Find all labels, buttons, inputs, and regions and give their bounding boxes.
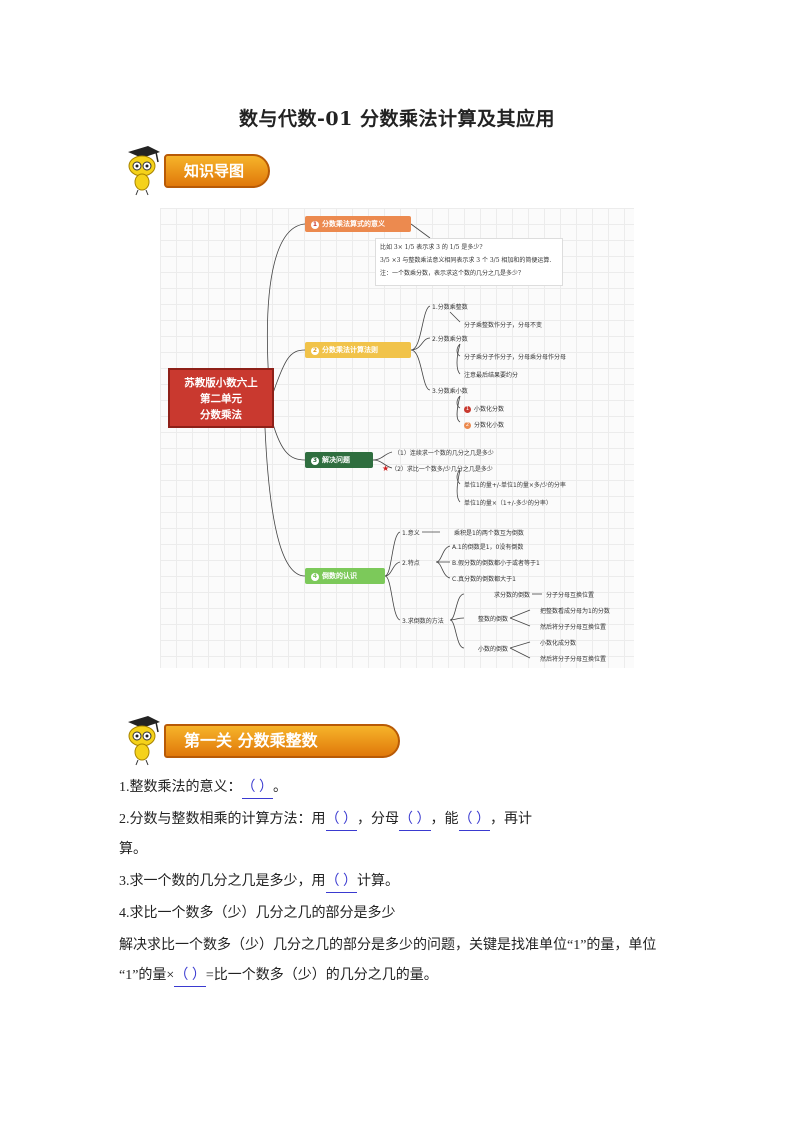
reciprocal-node: 乘积是1的两个数互为倒数: [454, 530, 524, 537]
answer-blank[interactable]: （ ）: [325, 872, 357, 893]
reciprocal-node: C.真分数的倒数都大于1: [452, 576, 516, 583]
problem-node: ★ （2）求比一个数多/少几分之几是多少: [382, 464, 493, 473]
branch-number: 2: [311, 347, 319, 355]
reciprocal-node: 小数的倒数: [478, 646, 509, 653]
banner-label: 第一关 分数乘整数: [164, 724, 400, 758]
reciprocal-node: 分子分母互换位置: [546, 592, 595, 599]
problem-node-label: （2）求比一个数多/少几分之几是多少: [391, 466, 493, 473]
question-text: 3.求一个数的几分之几是多少，用: [119, 874, 326, 889]
question-3: 3.求一个数的几分之几是多少，用（ ）计算。: [119, 872, 399, 893]
question-4-line-1: 解决求比一个数多（少）几分之几的部分是多少的问题，关键是找准单位“1”的量，单位: [119, 938, 657, 953]
question-text: 2.分数与整数相乘的计算方法：用: [119, 812, 326, 827]
mind-map-root: 苏教版小数六上 第二单元 分数乘法: [168, 368, 274, 428]
reciprocal-node: 1.意义: [402, 530, 420, 537]
rule-node: 2.分数乘分数: [432, 336, 468, 343]
rule-node-label: 分数化小数: [474, 422, 505, 429]
problem-node: 单位1的量+/-单位1的量×多/少的分率: [464, 482, 566, 489]
reciprocal-node: A.1的倒数是1，0没有倒数: [452, 544, 524, 551]
mind-map-connectors: [264, 223, 542, 659]
rule-node: 分子乘整数作分子，分母不变: [464, 322, 543, 329]
mascot-icon: [128, 716, 160, 766]
question-2: 2.分数与整数相乘的计算方法：用（ ），分母（ ），能（ ），再计: [119, 810, 679, 831]
banner-label: 知识导图: [164, 154, 270, 188]
rule-node: 分子乘分子作分子，分母乘分母作分母: [464, 354, 567, 361]
note-line: 3/5 ×3 与整数乘法意义相同表示求 3 个 3/5 相加和的简便运算.: [380, 257, 552, 264]
problem-node: （1）连续求一个数的几分之几是多少: [394, 450, 494, 457]
question-4-line-2: “1”的量×（ ）=比一个数多（少）的几分之几的量。: [119, 966, 438, 987]
root-line: 苏教版小数六上: [184, 377, 258, 389]
root-line: 分数乘法: [200, 409, 242, 421]
rule-node: 1.分数乘整数: [432, 304, 468, 311]
answer-blank[interactable]: （ ）: [458, 810, 490, 831]
question-text: 。: [273, 780, 287, 795]
page-title: 数与代数-01 分数乘法计算及其应用: [239, 108, 555, 130]
branch-number: 3: [311, 457, 319, 465]
reciprocal-node: 求分数的倒数: [494, 592, 531, 599]
question-2-continuation: 算。: [119, 842, 147, 857]
reciprocal-node: 然后将分子分母互换位置: [540, 656, 607, 663]
answer-blank[interactable]: （ ）: [399, 810, 431, 831]
question-text: 计算。: [357, 874, 399, 889]
question-text: ，能: [430, 812, 459, 827]
reciprocal-node: 3.求倒数的方法: [402, 618, 444, 625]
root-line: 第二单元: [200, 393, 242, 405]
rule-node: 注意最后结果要约分: [464, 372, 519, 379]
question-text: ，再计: [490, 812, 532, 827]
number-one-icon: 1: [464, 406, 471, 413]
reciprocal-node: 把整数看成分母为1的分数: [540, 608, 610, 615]
reciprocal-node: 整数的倒数: [478, 616, 509, 623]
question-text: =比一个数多（少）的几分之几的量。: [205, 968, 438, 983]
branch-number: 4: [311, 573, 319, 581]
problem-node: 单位1的量×（1+/-多少的分率）: [464, 500, 552, 507]
branch-label: 倒数的认识: [322, 572, 357, 580]
branch-label: 分数乘法计算法则: [322, 346, 378, 354]
section-banner-mindmap: 知识导图: [122, 146, 272, 196]
branch-number: 1: [311, 221, 319, 229]
reciprocal-node: 小数化成分数: [540, 640, 577, 647]
reciprocal-node: B.假分数的倒数都小于或者等于1: [452, 560, 540, 567]
note-line: 比如 3× 1/5 表示求 3 的 1/5 是多少?: [380, 244, 483, 251]
question-text: ，分母: [357, 812, 399, 827]
note-line: 注：一个数乘分数，表示求这个数的几分之几是多少？: [380, 270, 525, 277]
answer-blank[interactable]: （ ）: [174, 966, 206, 987]
question-text: “1”的量×: [119, 968, 175, 983]
answer-blank[interactable]: （ ）: [325, 810, 357, 831]
question-1: 1.整数乘法的意义：（ ）。: [119, 778, 287, 799]
branch-label: 解决问题: [322, 456, 350, 464]
mascot-icon: [128, 146, 160, 196]
question-text: 1.整数乘法的意义：: [119, 780, 242, 795]
reciprocal-node: 2.特点: [402, 560, 420, 567]
star-icon: ★: [382, 464, 390, 473]
branch-label: 分数乘法算式的意义: [322, 220, 385, 228]
answer-blank[interactable]: （ ）: [241, 778, 273, 799]
rule-node-label: 小数化分数: [474, 406, 505, 413]
rule-node: 3.分数乘小数: [432, 388, 468, 395]
reciprocal-node: 然后将分子分母互换位置: [540, 624, 607, 631]
number-two-icon: 2: [464, 422, 471, 429]
section-banner-level-one: 第一关 分数乘整数: [122, 716, 412, 766]
meaning-note: 比如 3× 1/5 表示求 3 的 1/5 是多少? 3/5 ×3 与整数乘法意…: [375, 238, 563, 286]
question-4-title: 4.求比一个数多（少）几分之几的部分是多少: [119, 906, 396, 921]
